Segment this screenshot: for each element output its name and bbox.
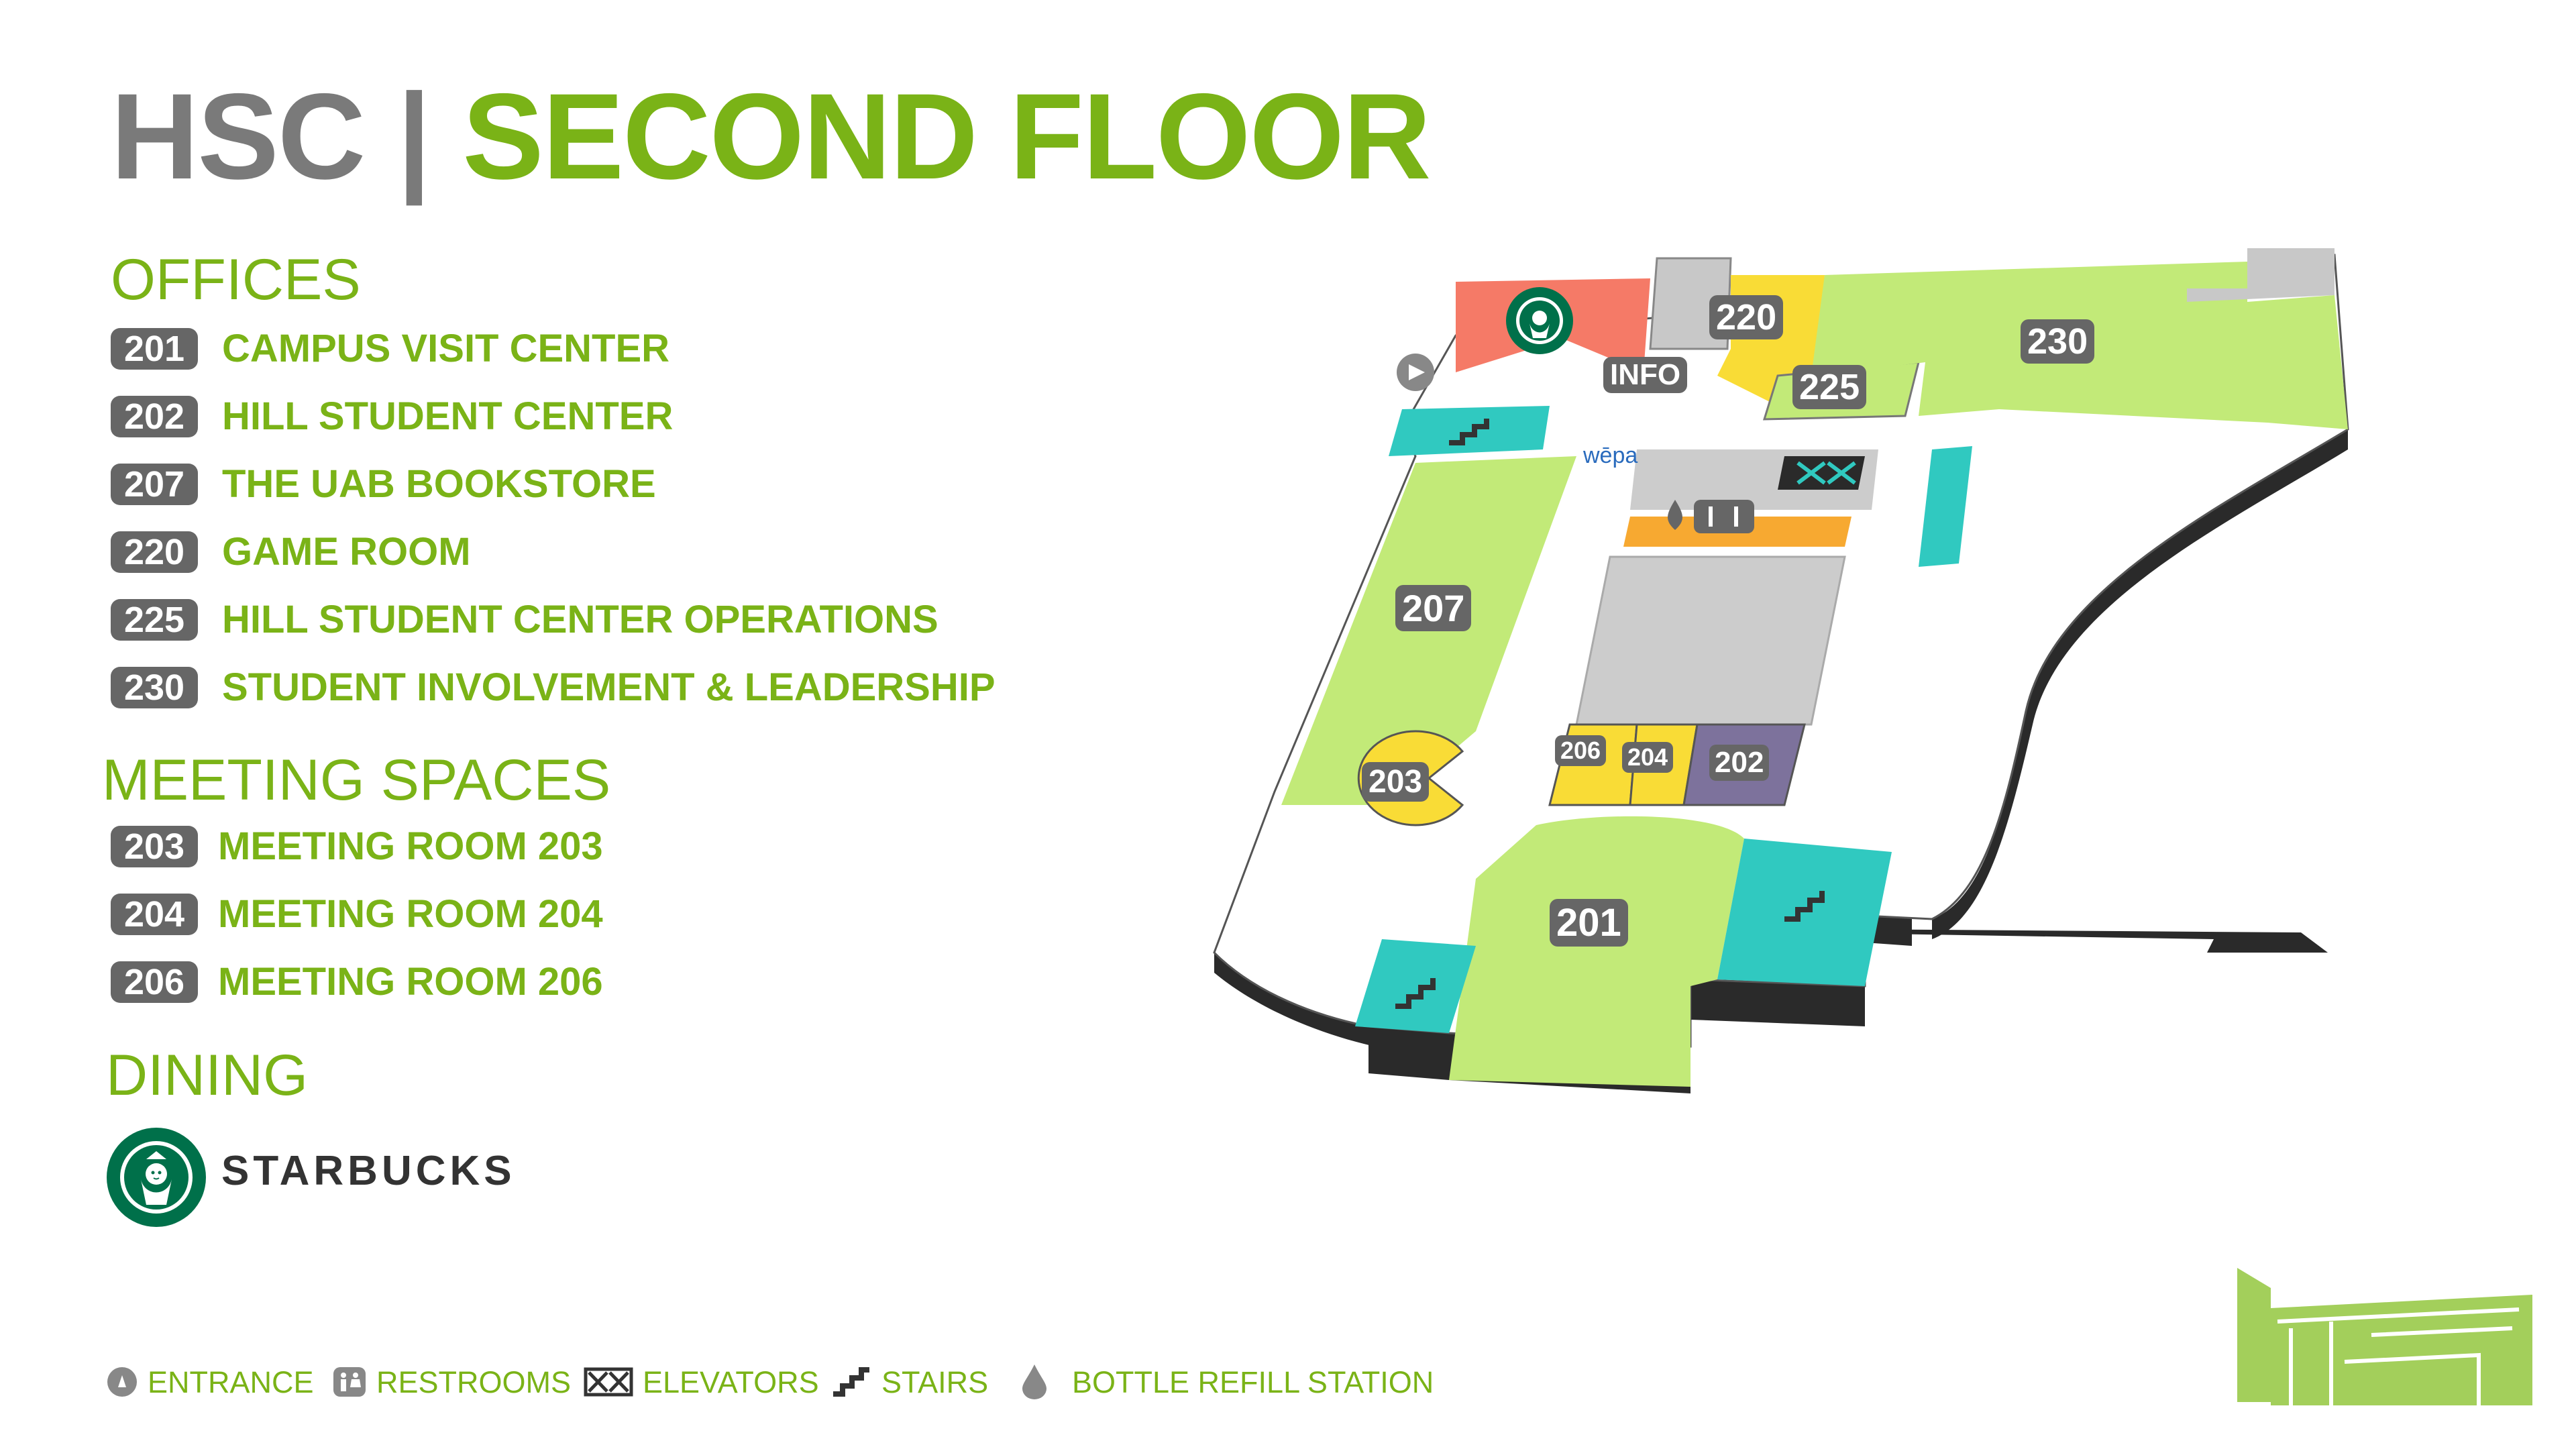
title-separator: | <box>396 68 431 205</box>
legend-label: RESTROOMS <box>376 1364 572 1399</box>
legend-label: BOTTLE REFILL STATION <box>1072 1364 1434 1399</box>
starbucks-wordmark: STARBUCKS <box>221 1148 516 1194</box>
stairs-icon <box>1784 891 1825 922</box>
map-label-201: 201 <box>1550 899 1628 947</box>
office-label: GAME ROOM <box>222 530 471 574</box>
legend-bottle-refill: BOTTLE REFILL STATION <box>1020 1362 1434 1402</box>
legend-stairs: STAIRS <box>830 1362 988 1402</box>
office-label: CAMPUS VISIT CENTER <box>222 327 670 370</box>
office-item-202: 202 HILL STUDENT CENTER <box>111 395 673 438</box>
stairs-icon <box>1395 978 1436 1009</box>
meeting-item-204: 204 MEETING ROOM 204 <box>111 893 603 936</box>
hsc-building-logo-icon <box>2237 1268 2532 1405</box>
office-item-220: 220 GAME ROOM <box>111 531 471 574</box>
map-label-207: 207 <box>1395 585 1472 631</box>
map-label-wepa: wēpa <box>1583 443 1638 468</box>
stairs-east <box>1919 446 1972 567</box>
legend-elevators: ELEVATORS <box>584 1362 819 1402</box>
office-label: HILL STUDENT CENTER <box>222 394 674 438</box>
bottle-refill-map-icon <box>1668 500 1682 530</box>
legend-label: ELEVATORS <box>643 1364 819 1399</box>
title-building: HSC <box>111 68 366 205</box>
office-label: THE UAB BOOKSTORE <box>222 462 656 506</box>
offices-heading: OFFICES <box>111 248 361 312</box>
elevators-icon <box>584 1367 633 1397</box>
map-label-230: 230 <box>2021 319 2095 364</box>
stairs-icon <box>833 1367 869 1397</box>
room-badge: 202 <box>111 396 198 437</box>
stairs-north <box>1389 406 1550 456</box>
office-item-207: 207 THE UAB BOOKSTORE <box>111 463 656 506</box>
dining-heading: DINING <box>106 1043 308 1108</box>
bottle-refill-icon <box>1022 1364 1046 1399</box>
central-hall <box>1575 555 1846 726</box>
map-label-204: 204 <box>1622 742 1674 773</box>
entrance-icon <box>1397 354 1434 391</box>
room-badge: 201 <box>111 328 198 370</box>
room-badge: 225 <box>111 599 198 641</box>
legend-restrooms: RESTROOMS <box>332 1362 571 1402</box>
map-label-220: 220 <box>1709 295 1784 339</box>
restrooms-icon <box>333 1367 366 1397</box>
office-item-201: 201 CAMPUS VISIT CENTER <box>111 327 669 370</box>
stairs-icon <box>1449 419 1489 445</box>
map-label-225: 225 <box>1792 365 1867 409</box>
stairs-southwest <box>1355 939 1476 1033</box>
room-230-storage <box>2187 248 2334 302</box>
office-item-230: 230 STUDENT INVOLVEMENT & LEADERSHIP <box>111 666 996 709</box>
room-badge: 220 <box>111 531 198 573</box>
office-item-225: 225 HILL STUDENT CENTER OPERATIONS <box>111 598 938 641</box>
meeting-item-206: 206 MEETING ROOM 206 <box>111 961 603 1004</box>
meeting-spaces-heading: MEETING SPACES <box>102 748 611 812</box>
room-badge: 203 <box>111 826 198 867</box>
map-label-info: INFO <box>1603 357 1688 393</box>
legend-entrance: ENTRANCE <box>106 1362 314 1402</box>
legend-label: ENTRANCE <box>148 1364 314 1399</box>
map-label-202: 202 <box>1709 745 1770 781</box>
elevators-icon <box>1796 461 1856 485</box>
office-label: HILL STUDENT CENTER OPERATIONS <box>222 598 938 641</box>
legend-label: STAIRS <box>881 1364 989 1399</box>
starbucks-map-icon <box>1506 287 1573 354</box>
elevator-bank <box>1778 456 1865 490</box>
meeting-label: MEETING ROOM 206 <box>218 960 603 1004</box>
room-201 <box>1449 816 1744 1087</box>
entrance-icon <box>107 1367 137 1397</box>
meeting-label: MEETING ROOM 203 <box>218 824 603 868</box>
room-badge: 206 <box>111 961 198 1003</box>
page-title: HSC | SECOND FLOOR <box>111 75 1431 197</box>
meeting-label: MEETING ROOM 204 <box>218 892 603 936</box>
room-badge: 204 <box>111 894 198 935</box>
meeting-item-203: 203 MEETING ROOM 203 <box>111 825 603 868</box>
starbucks-logo-icon <box>107 1128 206 1227</box>
map-label-203: 203 <box>1362 762 1430 802</box>
office-label: STUDENT INVOLVEMENT & LEADERSHIP <box>222 665 996 709</box>
restrooms-map-icon <box>1694 500 1754 533</box>
room-badge: 207 <box>111 464 198 505</box>
title-floor: SECOND FLOOR <box>462 68 1431 205</box>
room-badge: 230 <box>111 667 198 708</box>
map-label-206: 206 <box>1555 735 1607 766</box>
